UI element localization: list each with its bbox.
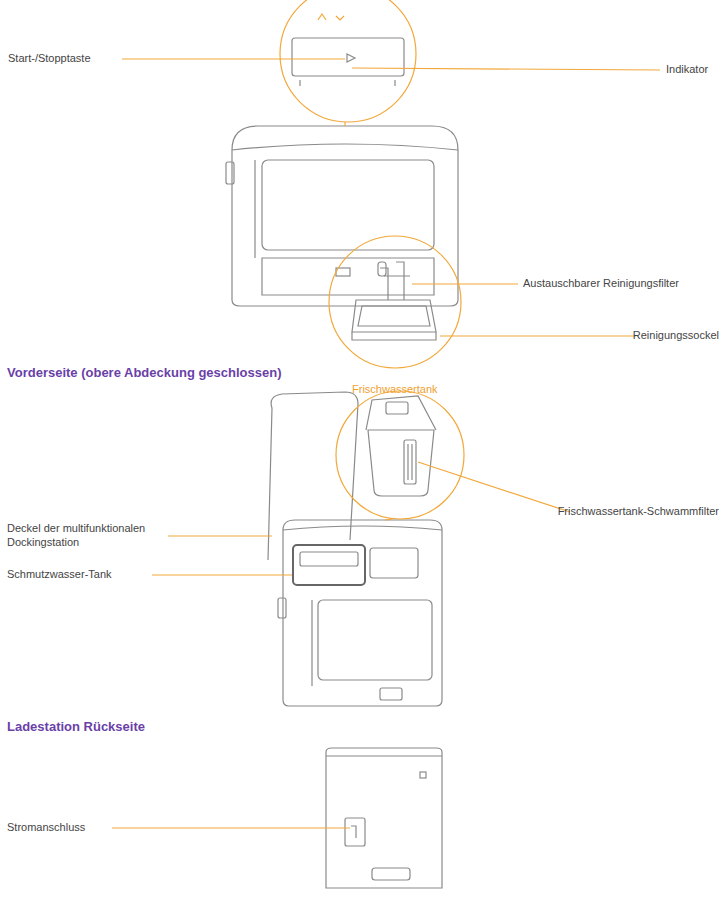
part-label: Start-/Stopptaste bbox=[8, 52, 91, 66]
zoom-title: Frischwassertank bbox=[352, 383, 438, 397]
part-label: Austauschbarer Reinigungsfilter bbox=[523, 277, 679, 291]
part-label: Frischwassertank-Schwammfilter bbox=[558, 505, 719, 519]
part-label: Reinigungssockel bbox=[633, 329, 719, 343]
part-label: Deckel der multifunktionalen Dockingstat… bbox=[7, 522, 167, 550]
part-label: Stromanschluss bbox=[7, 821, 85, 835]
section-heading: Ladestation Rückseite bbox=[7, 719, 145, 735]
part-label: Indikator bbox=[666, 63, 708, 77]
section-heading: Vorderseite (obere Abdeckung geschlossen… bbox=[7, 365, 282, 381]
part-label: Schmutzwasser-Tank bbox=[7, 568, 112, 582]
